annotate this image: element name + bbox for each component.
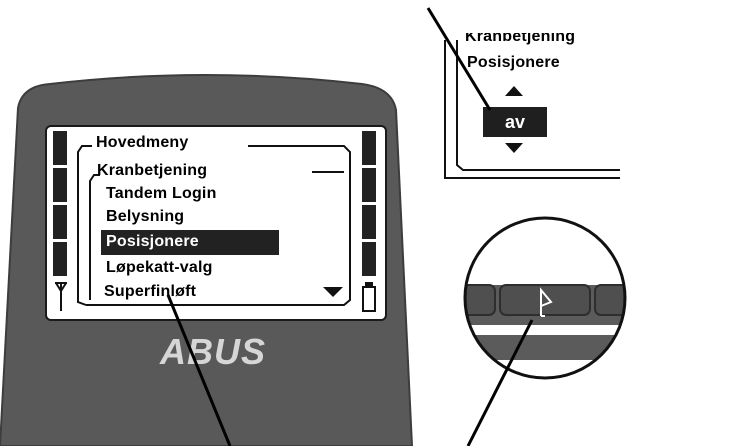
zoom-parent-label: Kranbetjening	[465, 28, 576, 45]
right-segment-bar	[362, 131, 376, 276]
menu-item-belysning[interactable]: Belysning	[106, 208, 185, 225]
triangle-up-icon[interactable]	[505, 86, 523, 96]
menu-item-label: Posisjonere	[106, 233, 199, 250]
menu-level2-label: Kranbetjening	[97, 162, 208, 179]
triangle-down-icon[interactable]	[505, 143, 523, 153]
pointer-line-menu	[166, 294, 232, 446]
zoom-value-panel	[440, 0, 749, 185]
abus-logo-text: ABUS	[159, 331, 266, 372]
abus-logo: ABUS	[159, 331, 266, 372]
triangle-down-icon[interactable]	[323, 287, 343, 297]
menu-frame	[77, 145, 351, 306]
value-display[interactable]: av	[483, 107, 547, 137]
soft-key-left[interactable]	[455, 284, 496, 316]
antenna-icon	[55, 282, 67, 311]
menu-item-posisjonere[interactable]: Posisjonere	[101, 230, 279, 255]
soft-key-right[interactable]	[594, 284, 635, 316]
menu-item-superfinloft[interactable]: Superfinløft	[104, 283, 197, 300]
left-segment-bar	[53, 131, 67, 276]
menu-item-tandem-login[interactable]: Tandem Login	[106, 185, 217, 202]
zoom-value-frame	[444, 40, 620, 179]
pointer-line-value	[426, 7, 492, 111]
menu-level1-label: Hovedmeny	[96, 134, 189, 151]
zoom-item-label: Posisjonere	[467, 54, 560, 71]
battery-icon	[362, 282, 376, 312]
zoom-circle-outline	[463, 216, 627, 380]
flag-icon	[540, 287, 553, 317]
pointer-line-key	[466, 319, 534, 446]
menu-item-lopekatt-valg[interactable]: Løpekatt-valg	[106, 259, 213, 276]
